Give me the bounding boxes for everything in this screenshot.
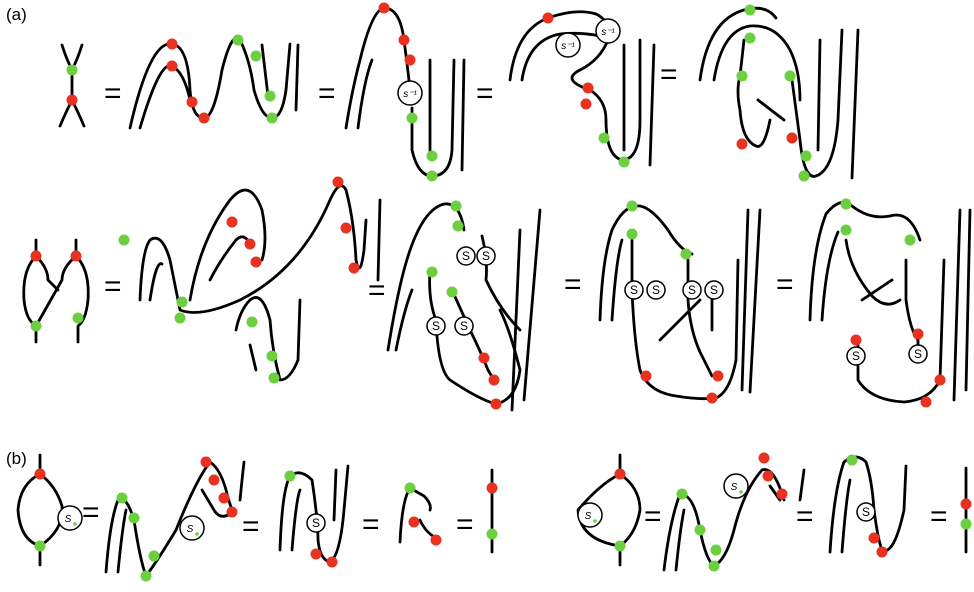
s-inverse-label: s⁻¹ xyxy=(403,89,417,100)
equals-sign: = xyxy=(930,500,948,533)
S-label: S xyxy=(432,319,440,333)
equals-sign: = xyxy=(104,270,122,303)
S-node: S xyxy=(704,280,724,300)
equals-signs: = = = = = = = = = = = = = = = xyxy=(82,58,948,543)
S-node: S xyxy=(856,502,876,522)
s-inverse-label: s⁻¹ xyxy=(601,27,615,38)
S-node: S xyxy=(646,280,666,300)
equals-sign: = xyxy=(318,77,336,110)
S-label: S xyxy=(652,283,660,297)
equals-sign: = xyxy=(82,496,100,529)
s-inverse-node: s⁻¹ xyxy=(595,18,621,44)
panel-label-a: (a) xyxy=(6,5,27,24)
S-node: S xyxy=(426,316,446,336)
equals-sign: = xyxy=(476,77,494,110)
S-label: S xyxy=(862,505,870,519)
S-node: S xyxy=(456,246,476,266)
equals-sign: = xyxy=(456,508,474,541)
S-dot-label: S xyxy=(65,514,72,525)
row-a-top xyxy=(58,6,860,180)
S-label: S xyxy=(312,516,320,530)
equals-sign: = xyxy=(660,58,678,91)
operator-nodes: s⁻¹ s⁻¹ s⁻¹ S S S S S S S S S S S S S S … xyxy=(57,18,928,541)
S-dot-label: S xyxy=(585,511,592,522)
panel-label-b: (b) xyxy=(6,449,27,468)
S-label: S xyxy=(710,283,718,297)
equals-sign: = xyxy=(644,500,662,533)
equals-sign: = xyxy=(242,510,260,543)
S-node: S xyxy=(624,280,644,300)
equals-sign: = xyxy=(796,500,814,533)
S-dot-node: S xyxy=(179,515,205,541)
s-inverse-node: s⁻¹ xyxy=(555,32,581,58)
equals-sign: = xyxy=(564,268,582,301)
equals-sign: = xyxy=(104,77,122,110)
S-label: S xyxy=(460,319,468,333)
S-label: S xyxy=(852,349,860,363)
S-node: S xyxy=(454,316,474,336)
S-label: S xyxy=(688,283,696,297)
S-node: S xyxy=(908,344,928,364)
equals-sign: = xyxy=(362,508,380,541)
equals-sign: = xyxy=(368,274,386,307)
S-label: S xyxy=(482,249,490,263)
red-dots xyxy=(30,2,972,568)
S-node: S xyxy=(476,246,496,266)
S-node: S xyxy=(846,346,866,366)
s-inverse-node: s⁻¹ xyxy=(397,80,423,106)
green-dots xyxy=(30,4,972,582)
row-b xyxy=(16,453,968,578)
S-node: S xyxy=(682,280,702,300)
S-label: S xyxy=(914,347,922,361)
S-label: S xyxy=(462,249,470,263)
S-dot-node: S xyxy=(723,473,749,499)
equals-sign: = xyxy=(776,268,794,301)
S-dot-label: S xyxy=(187,524,194,535)
s-inverse-label: s⁻¹ xyxy=(561,41,575,52)
S-dot-node: S xyxy=(577,502,603,528)
S-dot-node: S xyxy=(57,505,83,531)
S-dot-label: S xyxy=(731,482,738,493)
S-node: S xyxy=(306,513,326,533)
S-label: S xyxy=(630,283,638,297)
